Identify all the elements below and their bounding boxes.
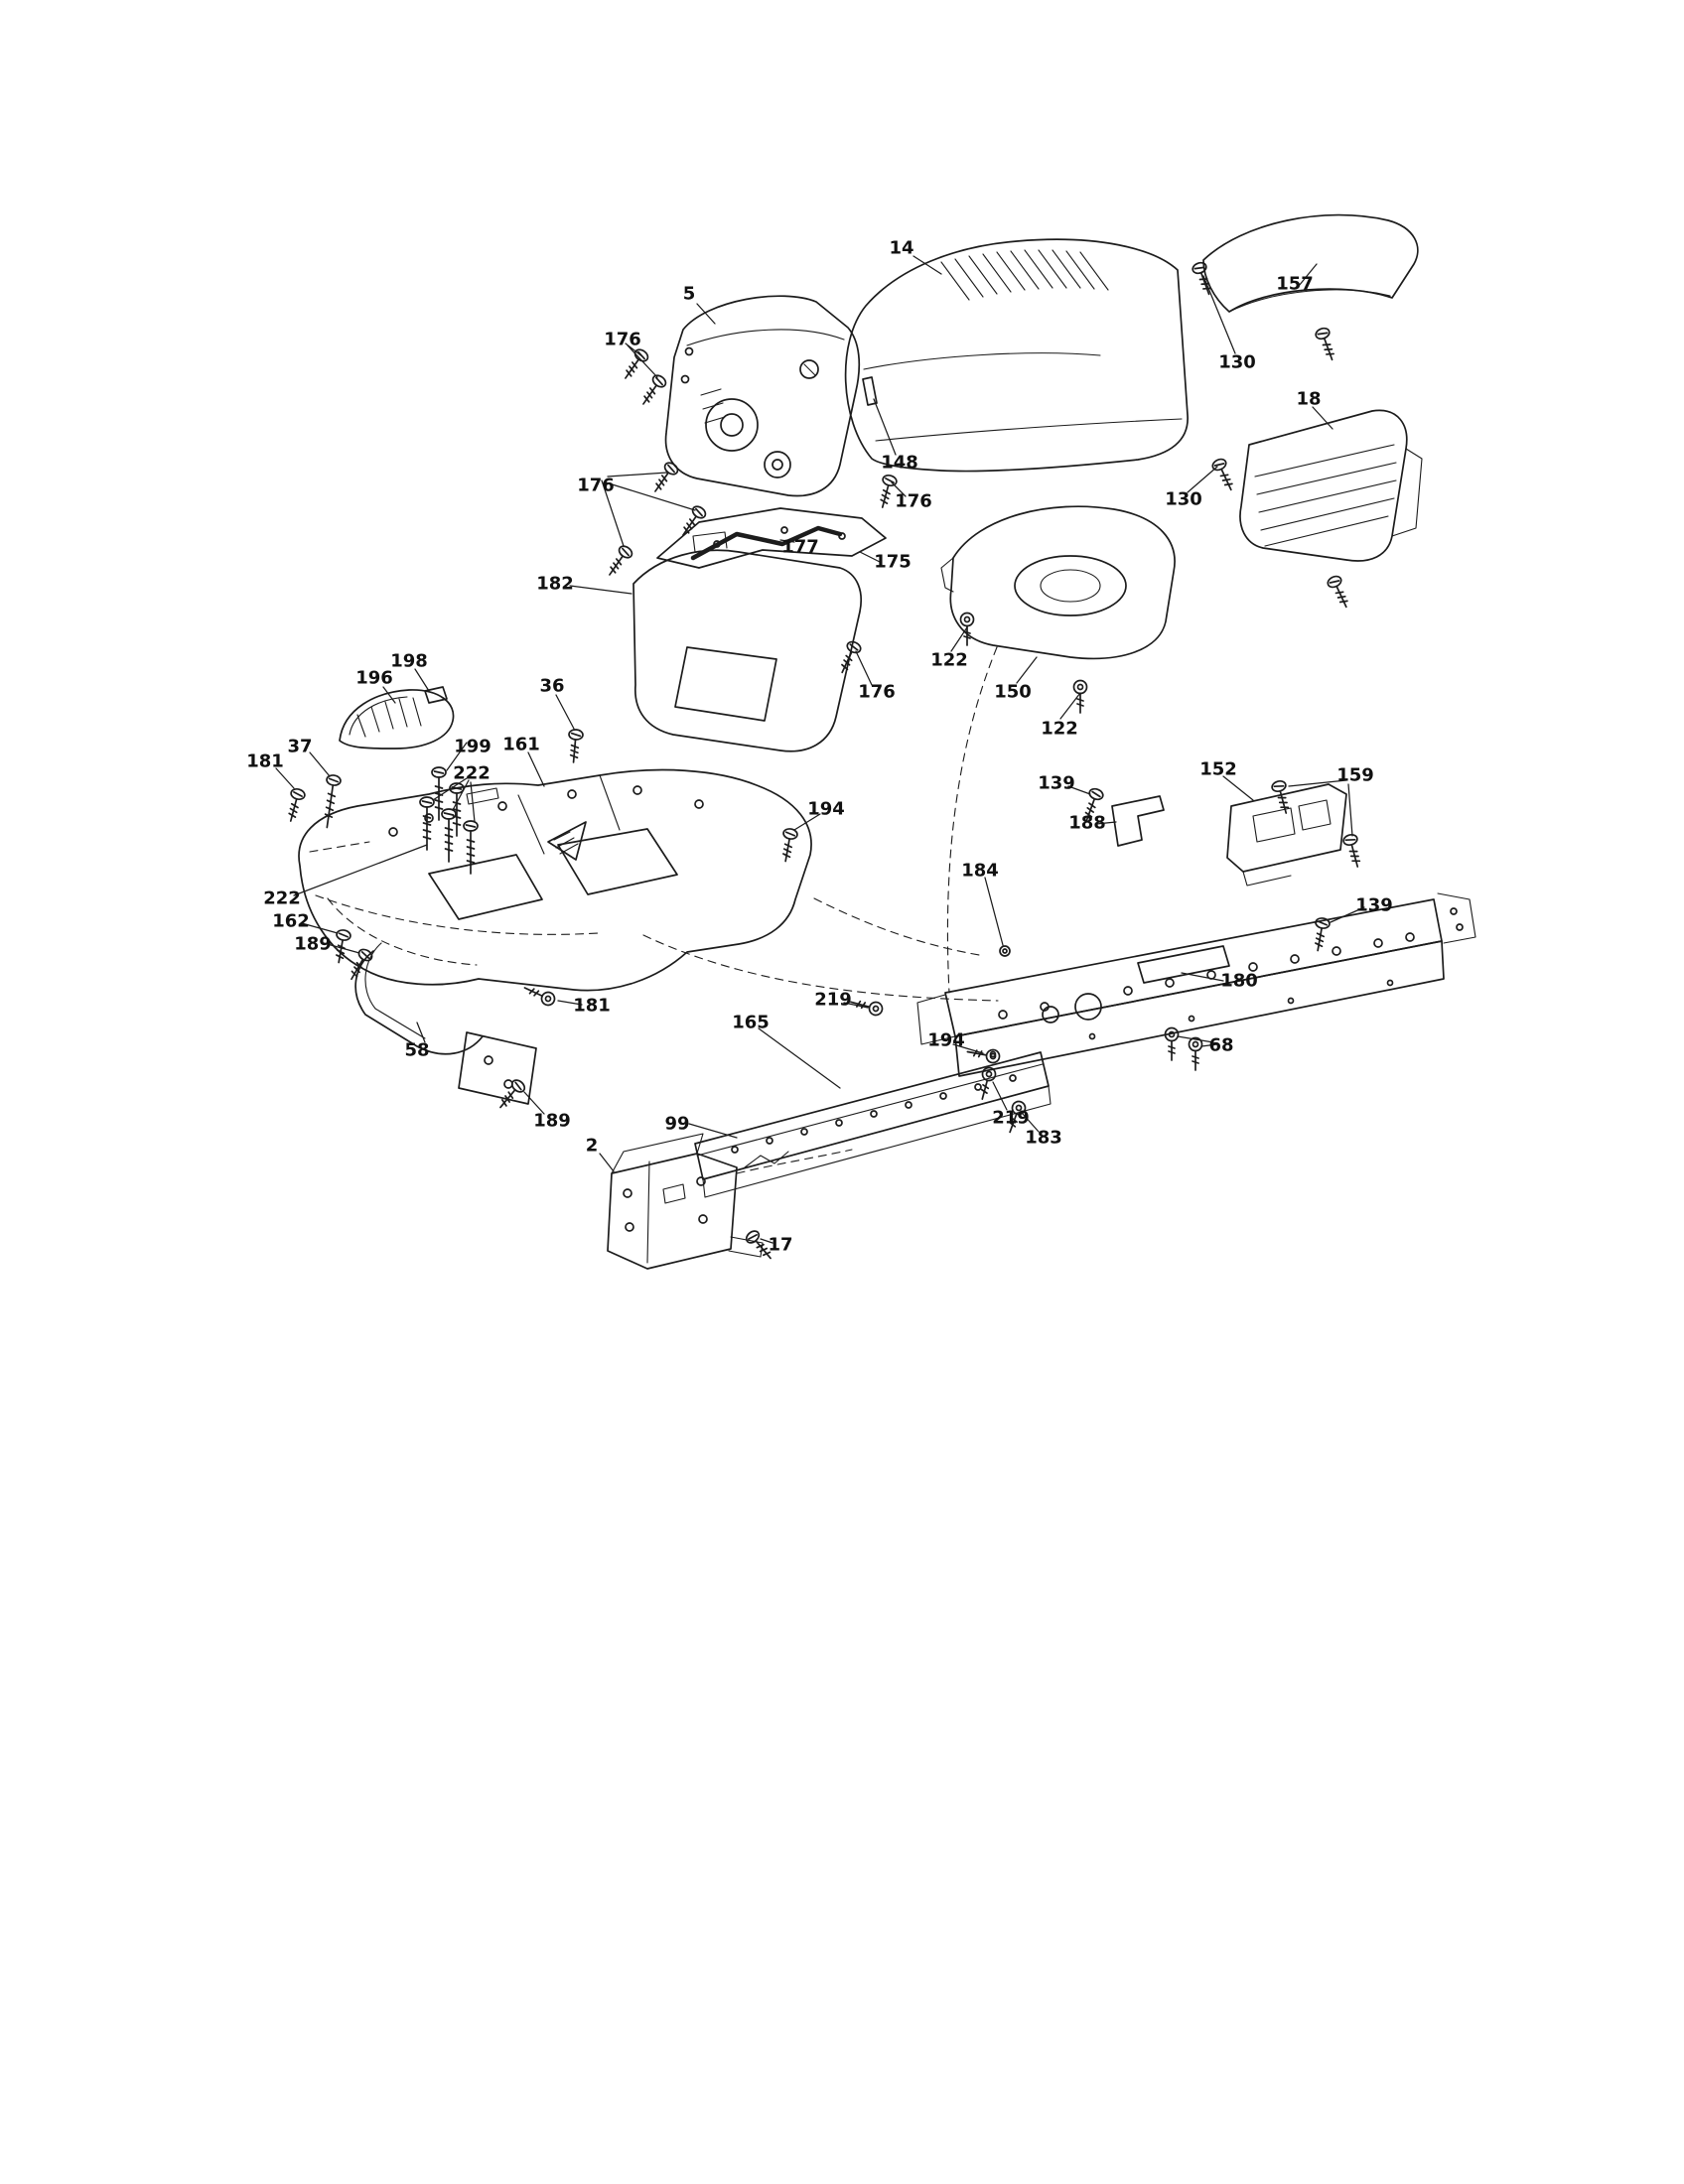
bolt-219 bbox=[848, 995, 885, 1018]
screw-176 bbox=[603, 543, 635, 580]
headlight-bar-part bbox=[1202, 213, 1419, 313]
bolt-184 bbox=[999, 945, 1011, 957]
lift-rod-part bbox=[690, 525, 843, 561]
screw-222 bbox=[441, 808, 457, 863]
support-angle-bracket-part bbox=[1111, 795, 1165, 847]
screw-189 bbox=[493, 1076, 528, 1113]
leader-lines bbox=[275, 255, 1365, 1244]
hardware-fasteners bbox=[283, 260, 1365, 1264]
screw-17 bbox=[743, 1227, 777, 1264]
side-rail-part bbox=[694, 1051, 1052, 1198]
screw-130 bbox=[1313, 326, 1340, 363]
bolt-194 bbox=[965, 1044, 1002, 1065]
dash-panel-part bbox=[664, 295, 861, 497]
alignment-lines bbox=[642, 646, 999, 1002]
screw-130 bbox=[1209, 456, 1239, 494]
screw-36 bbox=[565, 728, 585, 764]
chassis-frame-part bbox=[916, 892, 1476, 1077]
screw-222 bbox=[419, 796, 435, 851]
bolt-122 bbox=[1072, 679, 1088, 714]
grille-part bbox=[1239, 409, 1423, 562]
screw-159 bbox=[1341, 832, 1365, 870]
hood-part bbox=[844, 238, 1189, 473]
screw-176 bbox=[648, 460, 681, 496]
bracket-strap-part bbox=[354, 942, 537, 1105]
bolt-37 bbox=[319, 773, 343, 830]
screw-130 bbox=[1325, 573, 1354, 612]
lower-dash-part bbox=[632, 531, 862, 752]
dash-mount-plate-part bbox=[1226, 783, 1347, 887]
bolt-68 bbox=[1188, 1036, 1203, 1071]
hood-pin bbox=[862, 376, 878, 406]
body-fender-part bbox=[298, 768, 812, 992]
screw-176 bbox=[875, 473, 899, 510]
screw-176 bbox=[636, 372, 669, 409]
clip-part bbox=[424, 686, 448, 704]
front-axle-bracket-part bbox=[607, 1133, 853, 1270]
fuel-tank-part bbox=[940, 505, 1176, 660]
console-top-part bbox=[339, 689, 455, 750]
bolt-183 bbox=[1003, 1098, 1029, 1136]
screw-181 bbox=[283, 786, 307, 824]
screw-194 bbox=[777, 827, 799, 864]
